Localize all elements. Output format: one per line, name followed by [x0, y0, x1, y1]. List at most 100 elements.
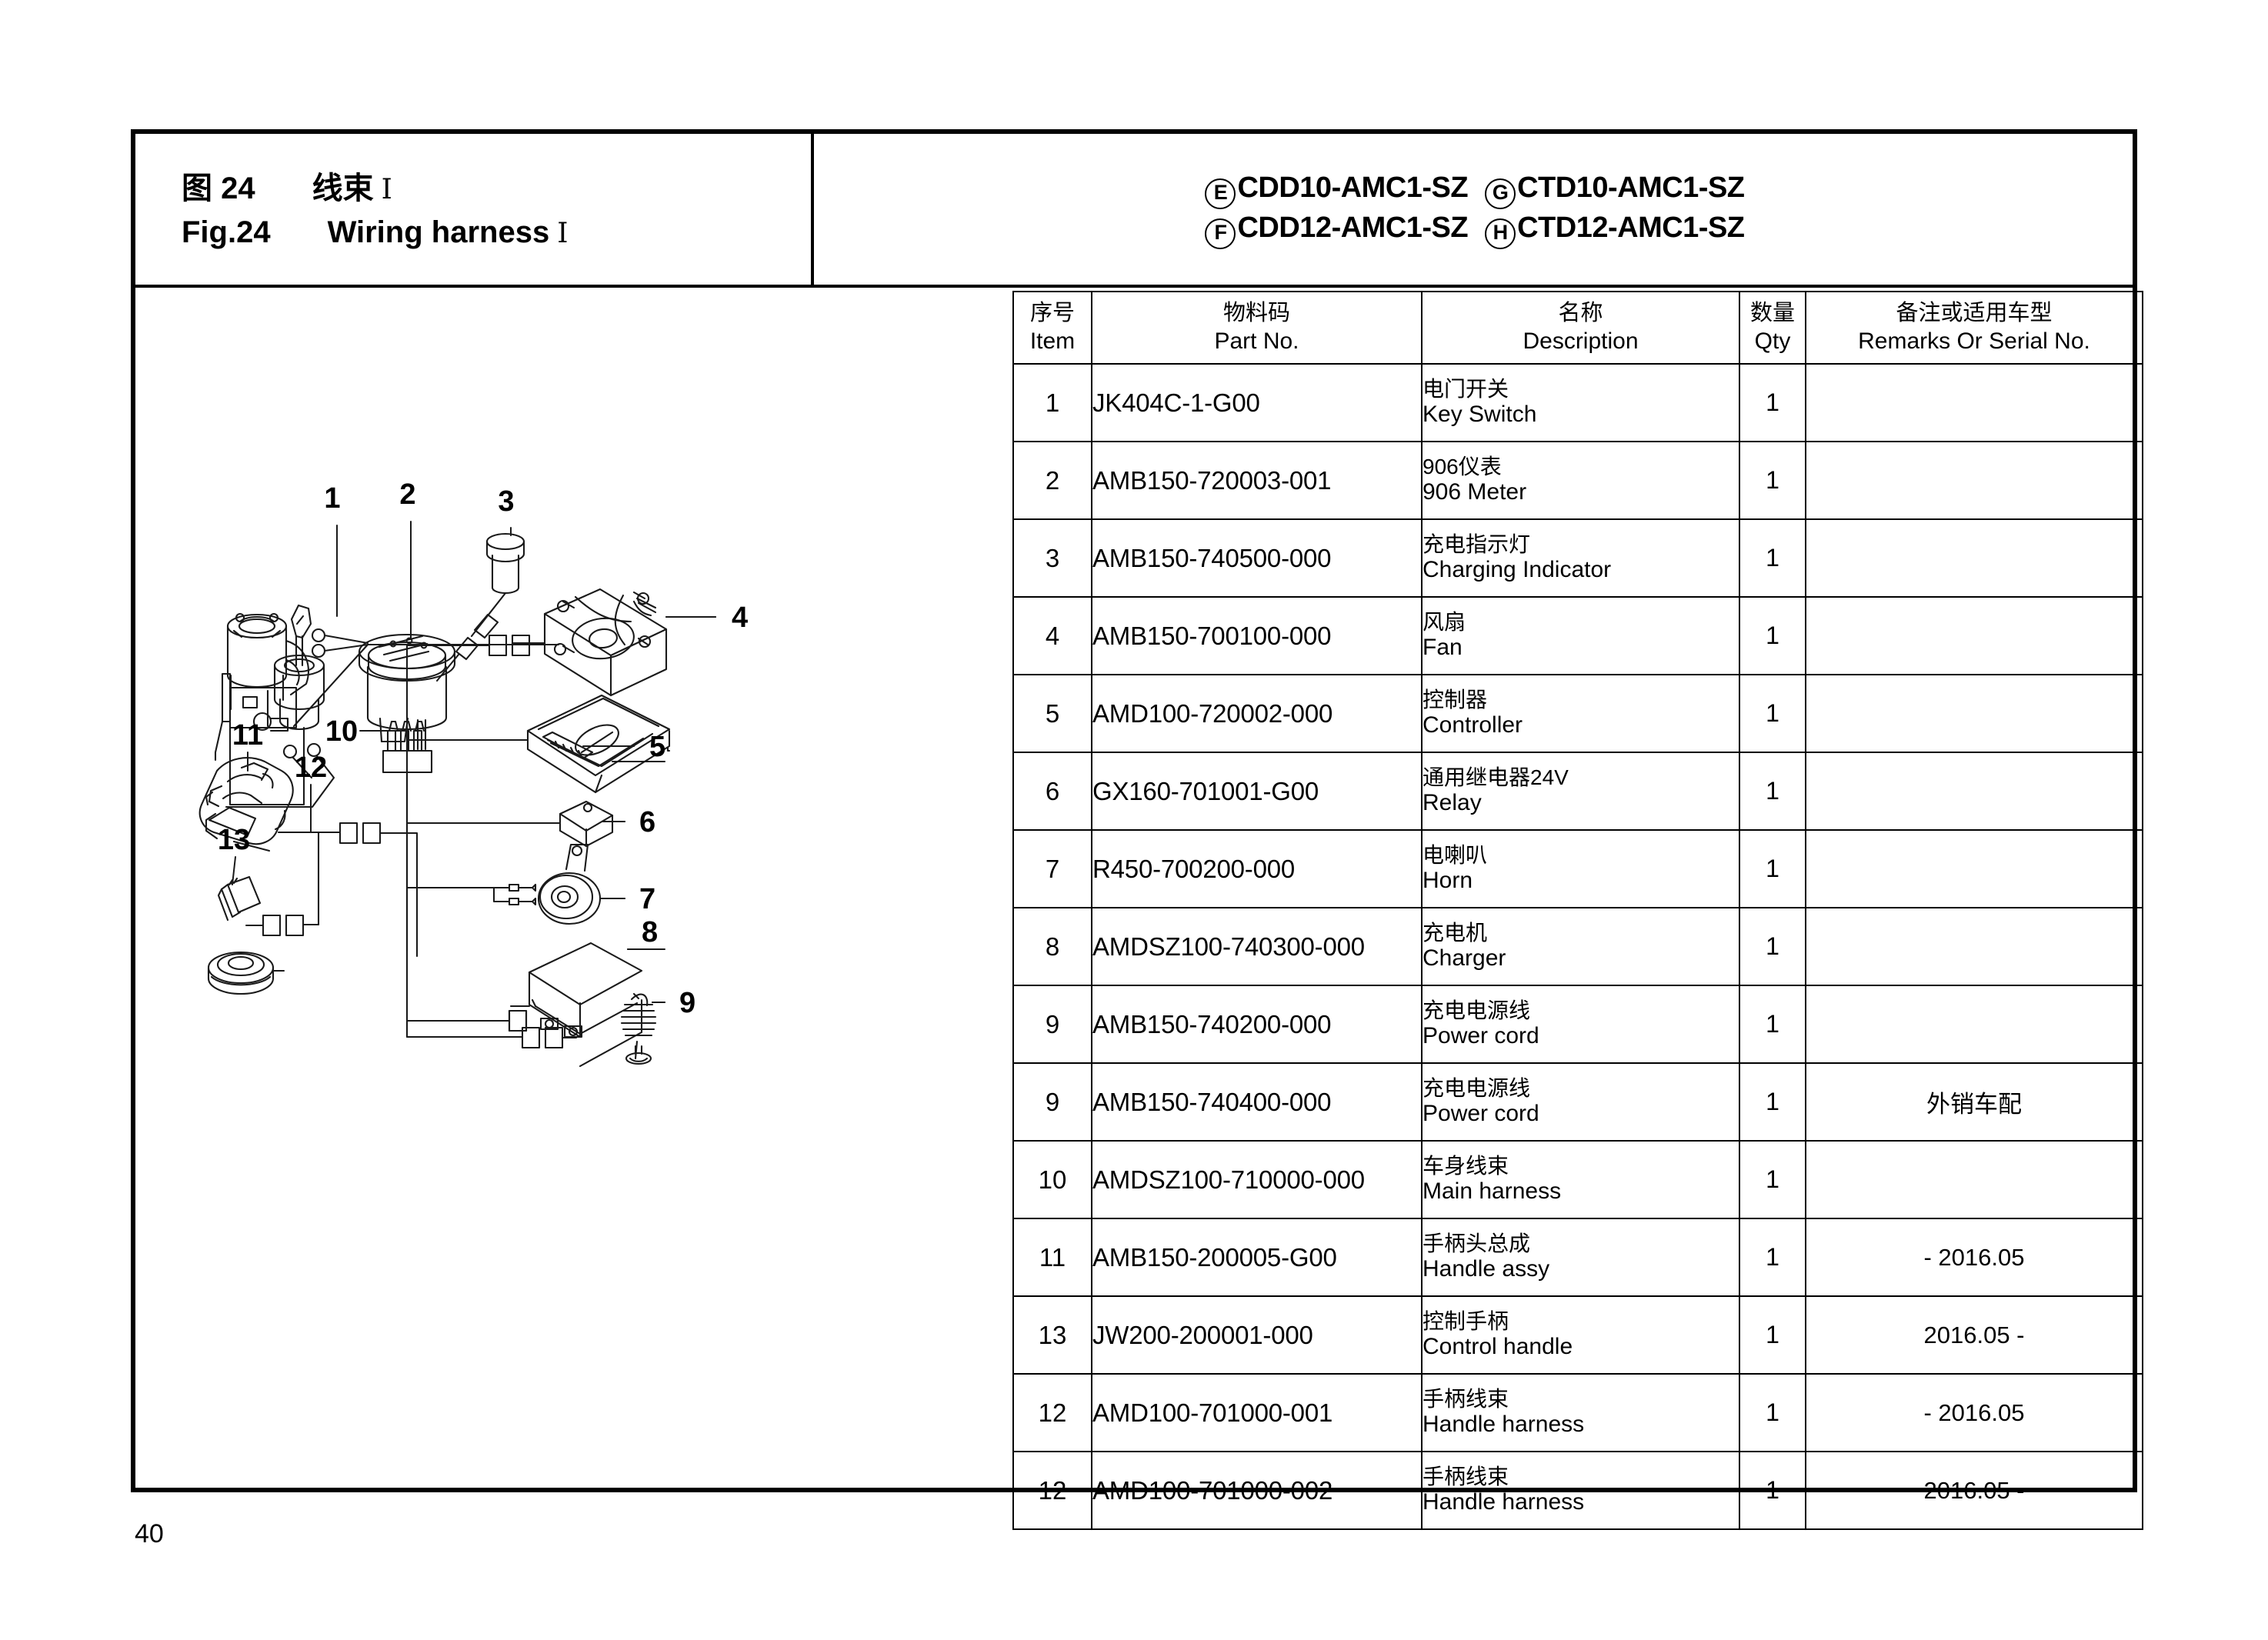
- cell-description-en: Handle harness: [1423, 1412, 1585, 1438]
- cell-item: 6: [1012, 752, 1092, 831]
- part-relay: [405, 800, 626, 848]
- cell-description-cn: 充电机: [1423, 920, 1488, 945]
- callout-numbers: 1 2 3 4 5 6 7 8 9 10 11 12 13: [218, 478, 748, 1019]
- part-charging-indicator: [435, 532, 525, 682]
- cell-part-no: JW200-200001-000: [1091, 1295, 1423, 1375]
- cell-remarks: [1805, 596, 2143, 675]
- col-header-description-cn: 名称: [1558, 301, 1603, 326]
- part-pump-motor-assembly: [214, 612, 560, 806]
- part-charger: [405, 942, 666, 1068]
- callout-7: 7: [639, 883, 655, 915]
- cell-item: 12: [1012, 1373, 1092, 1452]
- cell-description-cn: 风扇: [1423, 609, 1466, 634]
- col-header-remarks-en: Remarks Or Serial No.: [1858, 328, 2090, 354]
- cell-description-en: Power cord: [1423, 1101, 1539, 1127]
- cell-item: 9: [1012, 985, 1092, 1064]
- cell-description-cn: 906仪表: [1423, 454, 1502, 478]
- cell-part-no: AMD100-701000-002: [1091, 1451, 1423, 1530]
- callout-13: 13: [218, 824, 250, 856]
- cell-description-en: Control handle: [1423, 1334, 1573, 1360]
- col-header-item-cn: 序号: [1029, 301, 1075, 326]
- cell-qty: 1: [1739, 363, 1806, 442]
- cell-qty: 1: [1739, 752, 1806, 831]
- model-tag-h: H: [1485, 218, 1516, 249]
- col-header-remarks-cn: 备注或适用车型: [1896, 301, 2053, 326]
- cell-part-no: AMDSZ100-740300-000: [1091, 907, 1423, 986]
- cell-item: 7: [1012, 829, 1092, 908]
- col-header-part-no-cn: 物料码: [1222, 301, 1290, 326]
- cell-part-no: AMD100-701000-001: [1091, 1373, 1423, 1452]
- cell-remarks: 外销车配: [1805, 1062, 2143, 1142]
- cell-qty: 1: [1739, 674, 1806, 753]
- part-handle-assy: [198, 757, 329, 852]
- cell-description-en: Key Switch: [1423, 402, 1537, 428]
- cell-part-no: JK404C-1-G00: [1091, 363, 1423, 442]
- parts-table: 序号 Item 物料码 Part No. 名称 Description: [1012, 291, 2143, 1530]
- callout-10: 10: [325, 715, 358, 748]
- cell-part-no: AMDSZ100-710000-000: [1091, 1140, 1423, 1219]
- cell-remarks: [1805, 1140, 2143, 1219]
- cell-qty: 1: [1739, 1140, 1806, 1219]
- cell-part-no: R450-700200-000: [1091, 829, 1423, 908]
- col-header-item-en: Item: [1029, 328, 1076, 354]
- figure-name-en: Wiring harness: [327, 215, 550, 249]
- cell-remarks: 2016.05 ‐: [1805, 1451, 2143, 1530]
- cell-qty: 1: [1739, 985, 1806, 1064]
- cell-description-cn: 电门开关: [1423, 376, 1509, 401]
- part-horn: [405, 843, 626, 925]
- callout-3: 3: [498, 485, 514, 518]
- part-control-handle: [217, 875, 262, 922]
- model-code-ctd12: CTD12-AMC1-SZ: [1517, 212, 1745, 244]
- col-header-description: 名称 Description: [1421, 291, 1740, 365]
- cell-qty: 1: [1739, 907, 1806, 986]
- callout-5: 5: [649, 731, 665, 763]
- cell-part-no: GX160-701001-G00: [1091, 752, 1423, 831]
- figure-label-cn: 图 24: [182, 172, 255, 205]
- cell-description-cn: 手柄头总成: [1423, 1231, 1531, 1255]
- model-tag-e: E: [1205, 178, 1236, 209]
- part-main-harness: [372, 643, 578, 1049]
- callout-8: 8: [642, 916, 658, 948]
- cell-description-en: Charging Indicator: [1423, 557, 1612, 583]
- cell-part-no: AMB150-720003-001: [1091, 441, 1423, 520]
- cell-description-cn: 车身线束: [1423, 1153, 1509, 1178]
- figure-title-en: Fig.24 Wiring harness Ⅰ: [182, 215, 568, 250]
- cell-description-en: Power cord: [1423, 1023, 1539, 1049]
- cell-remarks: [1805, 985, 2143, 1064]
- cell-item: 4: [1012, 596, 1092, 675]
- diagram-svg: 1 2 3 4 5 6 7 8 9 10 11 12 13: [198, 478, 748, 1068]
- callout-6: 6: [639, 806, 655, 838]
- cell-item: 8: [1012, 907, 1092, 986]
- cell-remarks: [1805, 752, 2143, 831]
- part-controller: [405, 694, 671, 794]
- cell-qty: 1: [1739, 1218, 1806, 1297]
- model-code-cdd12: CDD12-AMC1-SZ: [1237, 212, 1469, 244]
- cell-qty: 1: [1739, 596, 1806, 675]
- cell-part-no: AMB150-200005-G00: [1091, 1218, 1423, 1297]
- cell-part-no: AMB150-740200-000: [1091, 985, 1423, 1064]
- callout-4: 4: [732, 602, 748, 634]
- cell-remarks: ‐ 2016.05: [1805, 1373, 2143, 1452]
- cell-item: 9: [1012, 1062, 1092, 1142]
- model-tag-g: G: [1485, 178, 1516, 209]
- cell-description-en: Relay: [1423, 790, 1482, 816]
